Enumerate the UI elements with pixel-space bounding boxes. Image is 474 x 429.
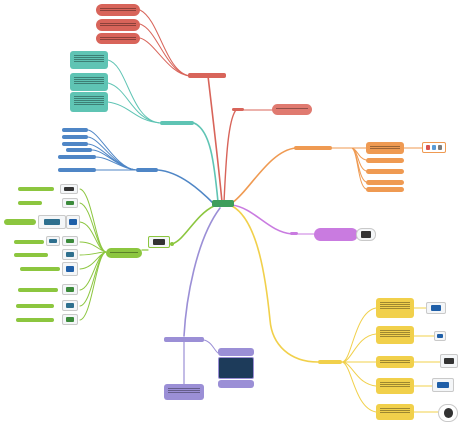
- orange-item-3[interactable]: [366, 180, 404, 185]
- teal-note-3[interactable]: [70, 92, 108, 112]
- orange-topic-node[interactable]: [294, 146, 332, 150]
- connector-blue: [95, 156, 137, 171]
- purple-note-box[interactable]: [164, 384, 204, 400]
- green-image-7: [62, 249, 78, 260]
- connector-yellow: [341, 361, 377, 387]
- yellow-image-1: [426, 302, 446, 314]
- green-topic-node[interactable]: [170, 242, 174, 246]
- magenta-small-node[interactable]: [290, 232, 298, 235]
- connector-yellow: [341, 361, 377, 413]
- connector-green: [79, 251, 107, 291]
- red-pill-node[interactable]: [272, 104, 312, 115]
- connector-teal: [107, 101, 161, 124]
- teal-topic-node[interactable]: [160, 121, 194, 125]
- central-topic-node[interactable]: [212, 200, 234, 207]
- blue-topic-node[interactable]: [136, 168, 158, 172]
- connector-yellow: [341, 333, 377, 363]
- connector-teal: [193, 122, 219, 203]
- green-image-11: [62, 314, 78, 325]
- yellow-note-3[interactable]: [376, 356, 414, 368]
- connector-red: [139, 37, 191, 77]
- connector-teal: [107, 82, 161, 124]
- connector-teal: [107, 59, 161, 124]
- orange-note-main[interactable]: [366, 142, 404, 154]
- yellow-image-2: [434, 331, 446, 341]
- green-image-8: [62, 262, 78, 276]
- connector-red: [139, 23, 191, 77]
- red-note-3[interactable]: [96, 33, 140, 44]
- green-image-4: [66, 215, 80, 229]
- green-label-4[interactable]: [14, 240, 44, 244]
- blue-item-6[interactable]: [58, 168, 96, 172]
- yellow-note-5[interactable]: [376, 404, 414, 420]
- yellow-note-4[interactable]: [376, 378, 414, 394]
- green-image-10: [62, 300, 78, 311]
- connector-yellow: [341, 307, 377, 363]
- green-label-8[interactable]: [16, 304, 54, 308]
- connector-orange: [351, 147, 367, 190]
- magenta-image: [356, 228, 376, 241]
- connector-green: [79, 251, 107, 256]
- connector-red: [207, 75, 223, 203]
- green-label-1[interactable]: [18, 187, 54, 191]
- connector-red: [223, 109, 237, 203]
- connector-yellow: [231, 205, 319, 363]
- connector-green: [79, 251, 107, 321]
- green-label-6[interactable]: [20, 267, 60, 271]
- purple-card-header[interactable]: [218, 348, 254, 356]
- green-label-9[interactable]: [16, 318, 54, 322]
- connector-green: [171, 205, 215, 245]
- blue-item-2[interactable]: [62, 135, 88, 139]
- yellow-image-3: [440, 354, 458, 368]
- purple-card-image: [218, 357, 254, 379]
- green-image-3: [38, 215, 66, 229]
- connector-purple: [203, 339, 219, 354]
- purple-card-footer[interactable]: [218, 380, 254, 388]
- teal-note-1[interactable]: [70, 51, 108, 69]
- orange-image: [422, 142, 446, 153]
- connector-purple: [183, 207, 221, 337]
- blue-item-1[interactable]: [62, 128, 88, 132]
- green-hub-image: [148, 236, 170, 248]
- green-image-2: [62, 198, 78, 208]
- blue-item-4[interactable]: [66, 148, 92, 152]
- magenta-pill-node[interactable]: [314, 228, 358, 241]
- connector-green: [79, 251, 107, 307]
- red-note-2[interactable]: [96, 19, 140, 31]
- red-topic-node[interactable]: [188, 73, 226, 78]
- blue-item-3[interactable]: [62, 142, 88, 146]
- orange-item-2[interactable]: [366, 169, 404, 174]
- green-label-5[interactable]: [14, 253, 48, 257]
- yellow-image-4: [432, 378, 454, 392]
- connector-orange: [351, 147, 367, 183]
- orange-item-1[interactable]: [366, 158, 404, 163]
- yellow-topic-node[interactable]: [318, 360, 342, 364]
- red-note-1[interactable]: [96, 4, 140, 16]
- connector-orange: [231, 147, 297, 204]
- yellow-note-2[interactable]: [376, 326, 414, 344]
- red-small-node[interactable]: [232, 108, 244, 111]
- green-image-9: [62, 284, 78, 295]
- green-label-2[interactable]: [18, 201, 42, 205]
- purple-topic-node[interactable]: [164, 337, 204, 342]
- yellow-note-1[interactable]: [376, 298, 414, 318]
- green-image-6: [62, 236, 78, 246]
- teal-note-2[interactable]: [70, 73, 108, 91]
- green-label-3[interactable]: [4, 219, 36, 225]
- green-label-7[interactable]: [18, 288, 58, 292]
- orange-item-4[interactable]: [366, 187, 404, 192]
- blue-item-5[interactable]: [58, 155, 96, 159]
- green-hub-node[interactable]: [106, 248, 142, 258]
- green-image-1: [60, 184, 78, 194]
- connector-green: [79, 241, 107, 253]
- connector-blue: [157, 169, 215, 205]
- yellow-image-5: [438, 404, 458, 422]
- green-image-5: [46, 236, 60, 246]
- connector-red: [139, 9, 191, 77]
- connector-magenta: [231, 204, 293, 235]
